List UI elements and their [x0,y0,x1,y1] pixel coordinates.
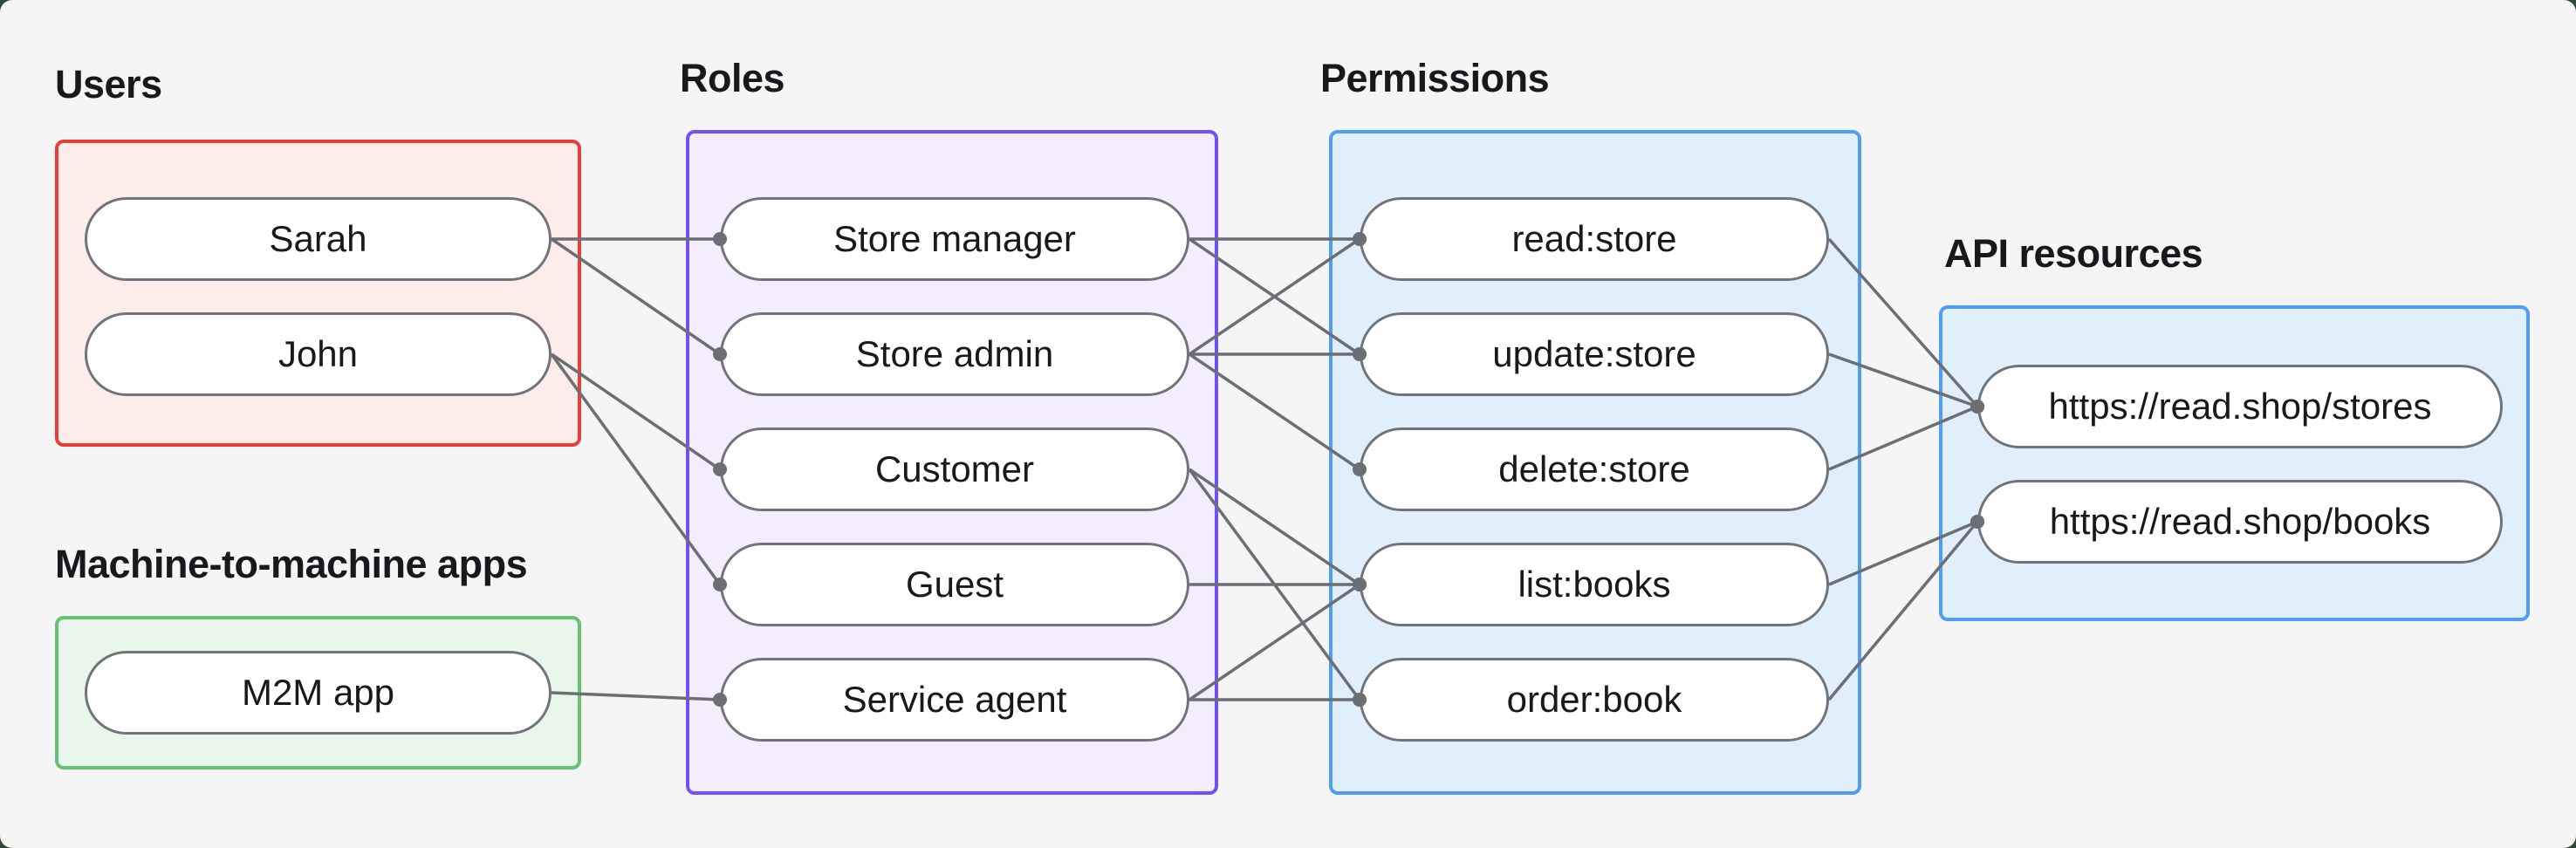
node-guest: Guest [720,543,1189,626]
node-sarah: Sarah [85,197,552,281]
section-label-permissions: Permissions [1320,56,1550,100]
node-order-book: order:book [1360,658,1829,742]
node-delete-store: delete:store [1360,427,1829,511]
node-list-books: list:books [1360,543,1829,626]
node-customer: Customer [720,427,1189,511]
node-store-manager: Store manager [720,197,1189,281]
group-users-box [55,140,581,447]
node-service-agent: Service agent [720,658,1189,742]
group-api-box [1939,305,2530,621]
node-stores-api: https://read.shop/stores [1977,365,2503,448]
node-store-admin: Store admin [720,312,1189,396]
section-label-roles: Roles [680,56,785,100]
node-update-store: update:store [1360,312,1829,396]
node-read-store: read:store [1360,197,1829,281]
node-m2m-app: M2M app [85,651,552,735]
section-label-users: Users [55,62,162,106]
node-books-api: https://read.shop/books [1977,480,2503,564]
node-john: John [85,312,552,396]
section-label-m2m: Machine-to-machine apps [55,542,528,586]
section-label-api: API resources [1944,231,2203,276]
